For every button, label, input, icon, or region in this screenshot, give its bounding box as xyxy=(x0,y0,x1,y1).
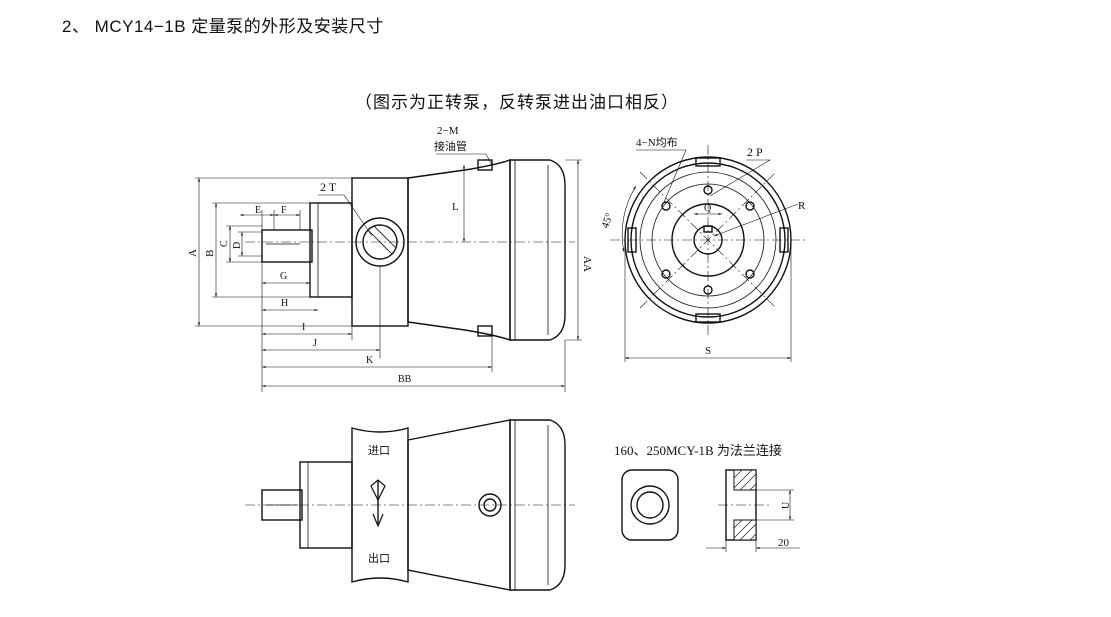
dim-K: K xyxy=(366,355,374,366)
label-inlet: 进口 xyxy=(368,444,390,457)
arrow-down-icon xyxy=(370,479,386,528)
top-view: 进口 出口 xyxy=(245,419,575,591)
label-45deg: 45° xyxy=(599,211,616,230)
dim-S: S xyxy=(705,345,711,357)
flange-detail: 160、250MCY-1B 为法兰连接 U 20 xyxy=(614,443,800,552)
dim-F: F xyxy=(281,205,287,216)
dim-BB: BB xyxy=(398,374,412,385)
dim-G: G xyxy=(280,271,287,282)
label-2P: 2 P xyxy=(747,145,763,159)
dim-AA: AA xyxy=(581,256,593,272)
top-housing xyxy=(407,419,511,591)
dim-J: J xyxy=(313,338,317,349)
flange-note: 160、250MCY-1B 为法兰连接 xyxy=(614,443,782,458)
label-drain-note: 接油管 xyxy=(434,139,467,153)
dim-Q: Q xyxy=(704,203,712,214)
top-end-cap xyxy=(509,419,566,591)
dim-U: U xyxy=(781,501,792,509)
dim-A: A xyxy=(187,249,199,257)
label-outlet: 出口 xyxy=(368,551,390,565)
dim-R: R xyxy=(798,200,806,212)
dim-D: D xyxy=(232,242,243,249)
tapered-housing xyxy=(407,159,511,341)
dim-I: I xyxy=(302,322,305,333)
label-2T: 2 T xyxy=(320,180,337,194)
dim-B: B xyxy=(204,250,216,257)
dim-E: E xyxy=(255,205,261,216)
flange-plate xyxy=(621,469,679,541)
dim-20: 20 xyxy=(778,537,790,549)
shaft xyxy=(261,229,313,263)
front-view: 4−N均布 2 P R Q 45° S xyxy=(599,136,806,362)
bolt-hole xyxy=(661,269,671,279)
page-heading: 2、 MCY14−1B 定量泵的外形及安装尺寸 xyxy=(62,17,384,36)
top-body xyxy=(351,427,409,583)
dim-C: C xyxy=(219,240,230,247)
bolt-hole xyxy=(661,201,671,211)
drawing-subtitle: （图示为正转泵，反转泵进出油口相反） xyxy=(355,93,679,112)
label-4N: 4−N均布 xyxy=(636,136,678,149)
bolt-hole xyxy=(745,269,755,279)
side-view: 2−M 接油管 2 T L AA A B C D xyxy=(187,125,593,392)
dim-L: L xyxy=(452,201,459,213)
end-cap xyxy=(509,159,566,341)
dim-H: H xyxy=(281,298,288,309)
label-2M: 2−M xyxy=(437,125,459,137)
mounting-flange xyxy=(309,202,353,298)
bolt-hole xyxy=(745,201,755,211)
